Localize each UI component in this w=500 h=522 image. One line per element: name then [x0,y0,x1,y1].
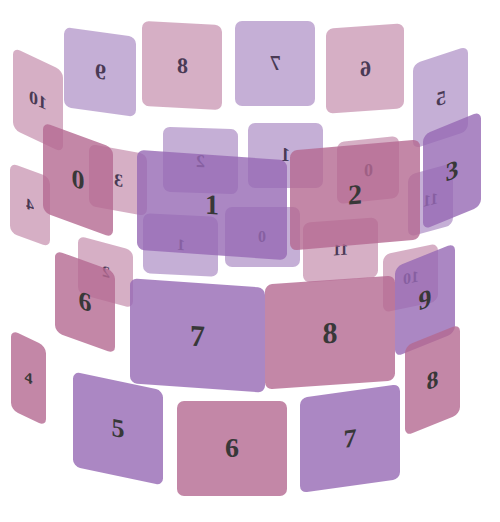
number-card: 0 [43,122,113,237]
card-number: 8 [177,54,188,77]
card-number: 7 [190,319,205,350]
number-card: 9 [64,27,136,117]
card-number: 8 [323,316,338,347]
card-number: 8 [426,366,438,395]
card-number: 7 [270,52,281,74]
card-number: 3 [114,170,123,190]
card-number: 0 [72,165,85,196]
card-number: 6 [225,434,239,462]
number-card: 8 [265,275,395,389]
card-number: 5 [112,414,125,443]
card-number: 1 [205,191,219,220]
number-card: 4 [11,330,46,426]
card-number: 5 [435,85,445,108]
number-card: 1 [137,150,287,260]
card-number: 2 [348,180,362,209]
card-number: 10 [29,87,47,113]
number-card: 7 [130,278,265,392]
number-card: 7 [300,383,400,492]
number-card: 7 [235,21,315,106]
number-card: 5 [73,371,163,485]
card-number: 4 [24,368,32,388]
number-card: 2 [290,139,420,250]
card-number: 4 [26,196,34,215]
card-number: 7 [344,424,357,452]
card-number: 9 [419,284,432,315]
number-card: 8 [142,20,222,109]
number-card: 6 [177,401,287,496]
card-number: 6 [360,57,371,80]
card-number: 6 [79,287,92,318]
card-number: 9 [95,60,106,84]
card-number: 3 [446,154,459,185]
number-card: 6 [326,23,404,113]
